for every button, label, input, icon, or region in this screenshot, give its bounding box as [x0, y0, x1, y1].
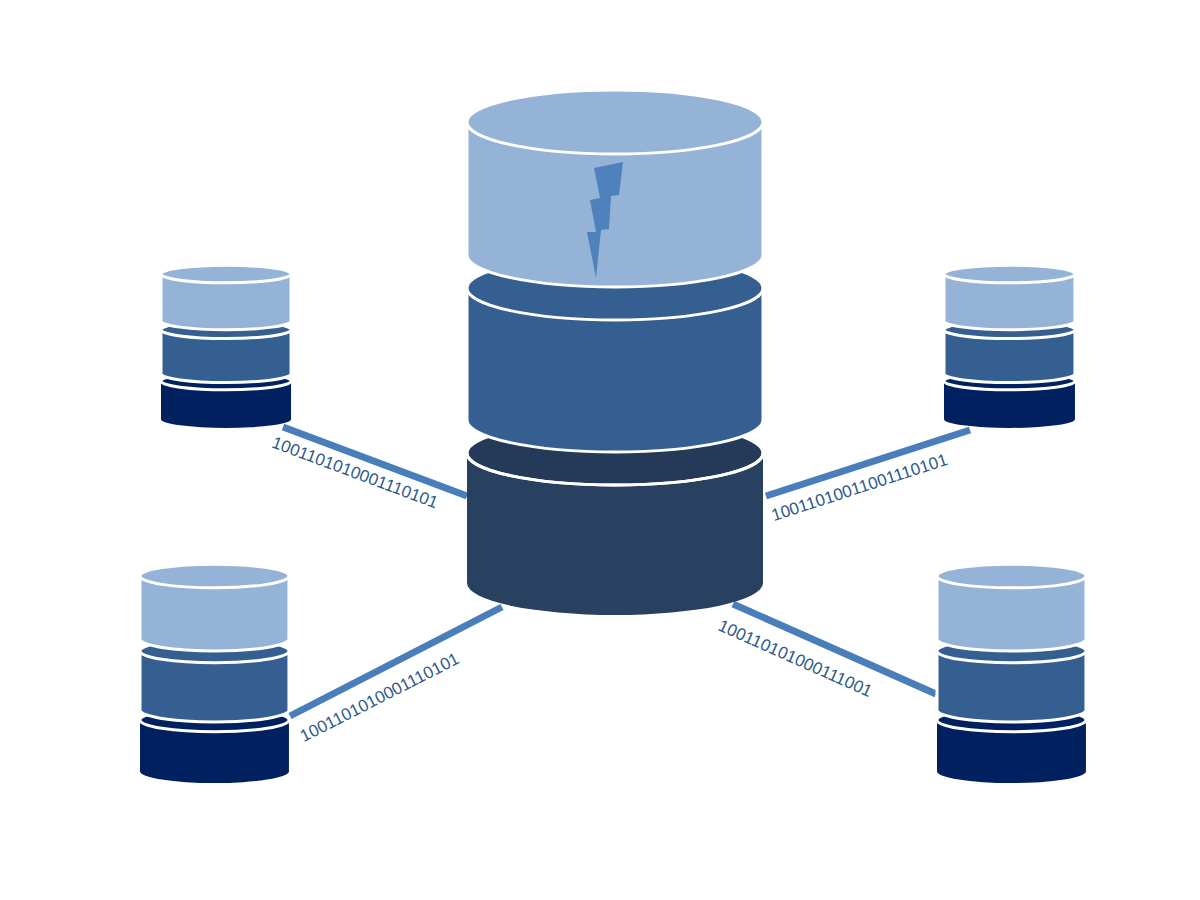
small-database: [937, 564, 1086, 783]
small-database: [944, 265, 1075, 428]
small-database: [161, 265, 291, 428]
small-database: [140, 564, 289, 783]
central-database: [467, 90, 763, 615]
lightning-bolt: [587, 162, 623, 278]
